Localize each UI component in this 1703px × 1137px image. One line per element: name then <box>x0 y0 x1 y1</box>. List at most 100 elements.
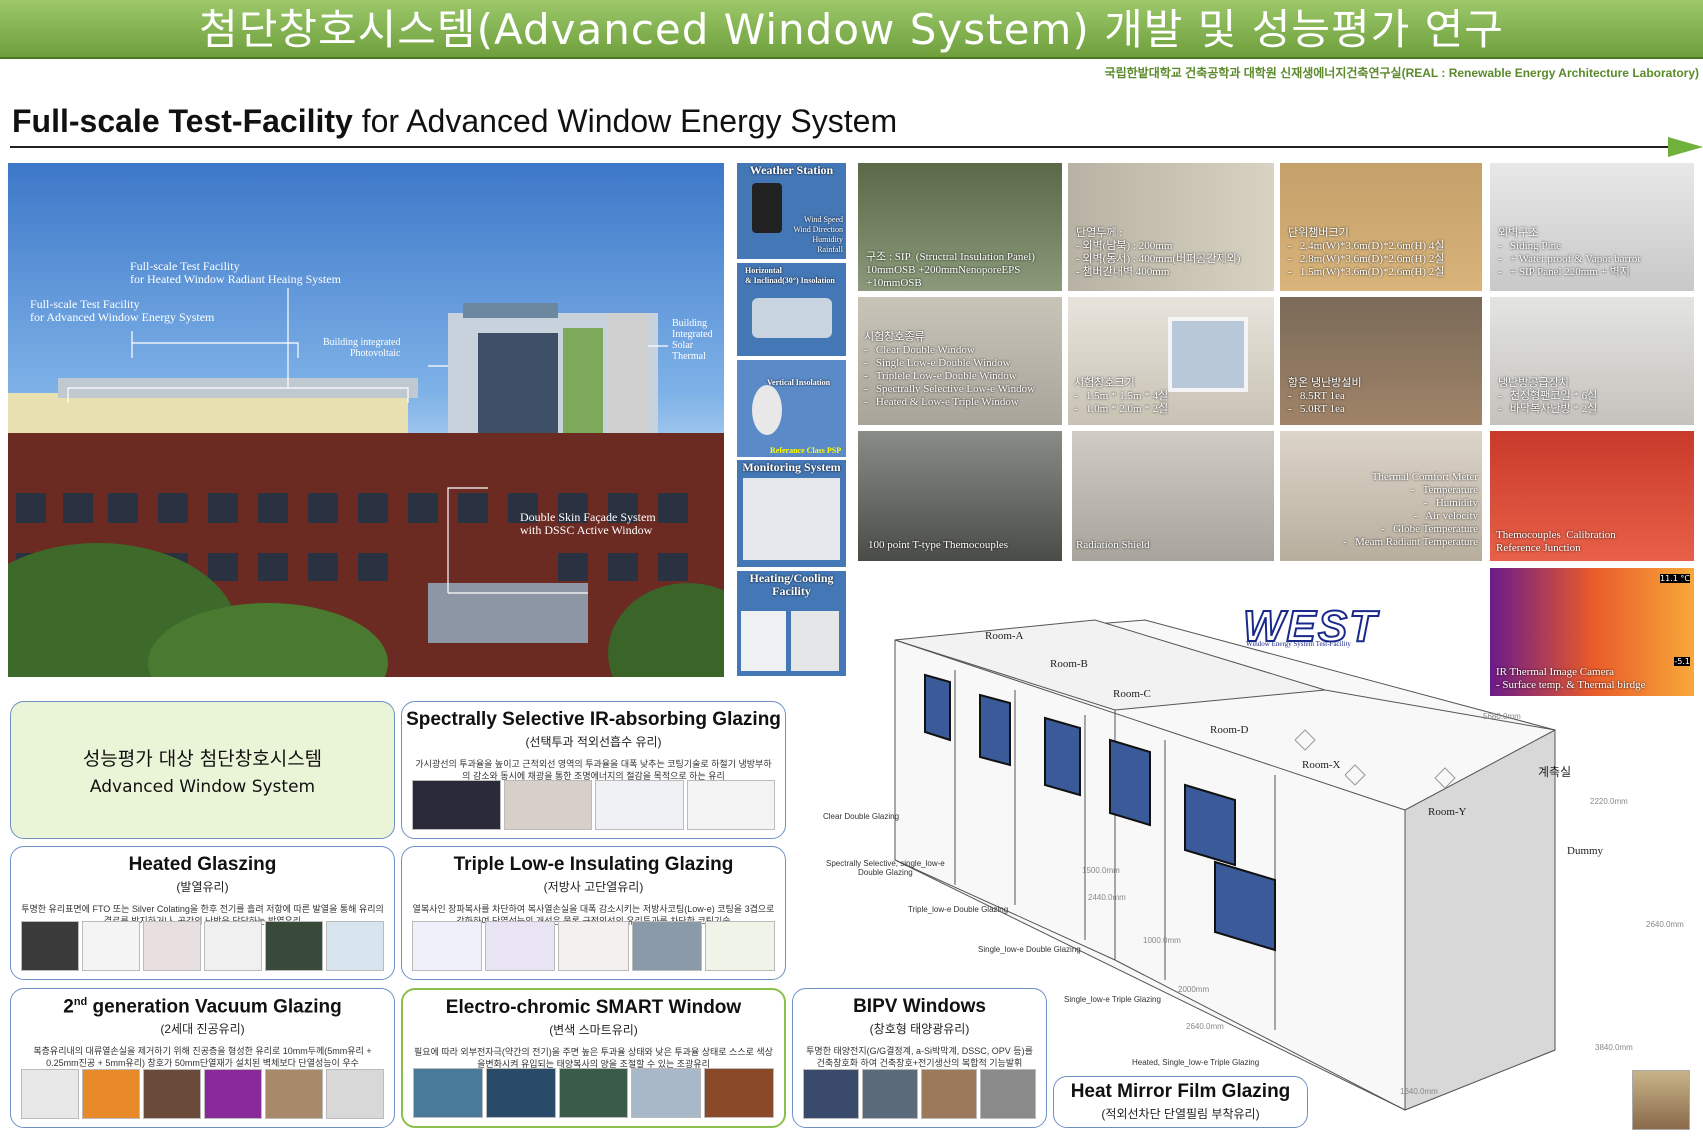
main-card-subtitle: Advanced Window System <box>89 777 316 797</box>
hm-card-korean: (적외선차단 단열필림 부착유리) <box>1101 1107 1260 1121</box>
grid-photo-6: 시험창호크기 - 1.5m * 1.5m * 4실 - 1.0m * 2.0m … <box>1068 297 1274 425</box>
vacuum-glazing-card: 2nd generation Vacuum Glazing (2세대 진공유리)… <box>10 988 395 1128</box>
label-radiant-facility: Full-scale Test Facility for Heated Wind… <box>130 259 341 286</box>
chiller-icon <box>741 611 786 671</box>
heated-card-images <box>21 921 384 971</box>
label-dsf: Double Skin Façade System with DSSC Acti… <box>520 510 656 537</box>
triple-lowe-card: Triple Low-e Insulating Glazing (저방사 고단열… <box>401 846 786 980</box>
caption-heating: Heating/Cooling Facility <box>749 571 834 598</box>
weather-station-photo: Weather Station Wind Speed Wind Directio… <box>737 163 846 259</box>
bipv-card-title: BIPV Windows <box>853 996 986 1017</box>
caption-ir-camera: IR Thermal Image Camera - Surface temp. … <box>1496 666 1646 691</box>
dim-8: 1640.0mm <box>1400 1087 1438 1096</box>
chiller2-icon <box>791 611 839 671</box>
glazing-label-2: Spectrally Selective, single_low-e Doubl… <box>826 859 945 877</box>
room-y-label: Room-Y <box>1428 806 1467 818</box>
ir-card-desc: 가시광선의 투과율을 높이고 근적외선 영역의 투과율을 대폭 낮추는 코팅기술… <box>415 759 772 781</box>
room-x-label: Room-X <box>1302 759 1341 771</box>
building-photo: Full-scale Test Facility for Advanced Wi… <box>8 163 724 677</box>
grid-photo-5: 시험창호종류 - Clear Double Window - Single Lo… <box>858 297 1062 425</box>
heated-card-desc: 투명한 유리표면에 FTO 또는 Silver Colating을 한후 전기를… <box>21 904 384 926</box>
label-test-facility: Full-scale Test Facility for Advanced Wi… <box>30 297 215 324</box>
monitor-screen-icon <box>743 478 840 560</box>
caption-structure: 구조 : SIP (Structral Insulation Panel) 10… <box>866 251 1035 289</box>
label-bipv: Building integrated Photovoltaic <box>323 337 401 359</box>
bipv-card-desc: 투명한 태양전지(G/G결정계, a-Si박막계, DSSC, OPV 등)를 … <box>806 1046 1033 1068</box>
dim-2: 2220.0mm <box>1590 797 1628 806</box>
heat-mirror-card: Heat Mirror Film Glazing (적외선차단 단열필림 부착유… <box>1053 1076 1308 1128</box>
pyranometer-icon <box>752 298 832 338</box>
glazing-label-5: Single_low-e Triple Glazing <box>1064 995 1161 1004</box>
ec-card-korean: (변색 스마트유리) <box>549 1023 638 1037</box>
ir-card-title: Spectrally Selective IR-absorbing Glazin… <box>406 709 781 730</box>
dummy-label: Dummy <box>1567 845 1604 857</box>
west-logo: WEST <box>1242 602 1379 651</box>
ir-card-images <box>412 780 775 830</box>
heating-photo: Heating/Cooling Facility <box>737 571 846 676</box>
dim-6: 2000mm <box>1178 985 1210 994</box>
vacuum-card-desc: 복층유리내의 대류열손실을 제거하기 위해 진공층을 형성한 유리로 10mm두… <box>33 1046 372 1069</box>
grid-photo-1: 구조 : SIP (Structral Insulation Panel) 10… <box>858 163 1062 291</box>
corner-photo <box>1632 1070 1690 1130</box>
room-c-label: Room-C <box>1113 688 1151 700</box>
hm-card-title: Heat Mirror Film Glazing <box>1070 1081 1291 1102</box>
vacuum-title-a: 2 <box>63 996 74 1018</box>
page-title: 첨단창호시스템(Advanced Window System) 개발 및 성능평… <box>0 0 1703 59</box>
horizontal-insolation-photo: Horizontal & Inclinad(30°) Insolation <box>737 263 846 356</box>
ir-temp-low: -5.1 <box>1674 657 1690 666</box>
caption-insulation: 단열두께 : - 외벽(남북) : 200mm - 외벽(동서) : 400mm… <box>1076 227 1241 278</box>
caption-radiation-shield: Radiation Shield <box>1076 539 1150 551</box>
dim-9: 3840.0mm <box>1595 1043 1633 1052</box>
triple-card-korean: (저방사 고단열유리) <box>543 880 644 894</box>
dim-3: 1500.0mm <box>1082 866 1120 875</box>
ir-temp-high: 11.1 °C <box>1660 574 1690 583</box>
header-rule <box>10 146 1680 148</box>
room-b-label: Room-B <box>1050 658 1088 670</box>
grid-photo-7: 항온 냉난방설비 - 8.5RT 1ea - 5.0RT 1ea <box>1280 297 1482 425</box>
subtitle-rest: for Advanced Window Energy System <box>352 103 898 139</box>
window-icon <box>1168 317 1248 392</box>
caption-supply: 냉난방공급장치 - 천정형팬코일 * 6실 - 바닥복사난방 * 2실 <box>1498 377 1598 415</box>
vacuum-title-sup: nd <box>73 996 88 1008</box>
psp-icon <box>752 385 782 435</box>
glazing-label-4: Single_low-e Double Glazing <box>978 945 1081 954</box>
grid-photo-11: Thermal Comfort Meter - Temperature - Hu… <box>1280 431 1482 561</box>
glazing-label-3: Triple_low-e Double Glazing <box>908 905 1009 914</box>
caption-hvac: 항온 냉난방설비 - 8.5RT 1ea - 5.0RT 1ea <box>1288 377 1362 415</box>
west-logo-sub: Window Energy System Test-Facility <box>1246 640 1351 648</box>
heated-card-title: Heated Glaszing <box>128 854 277 875</box>
heated-glazing-card: Heated Glaszing (발열유리) 투명한 유리표면에 FTO 또는 … <box>10 846 395 980</box>
caption-vertical: Vertical Insolation <box>767 378 831 387</box>
vacuum-card-korean: (2세대 진공유리) <box>160 1022 245 1037</box>
dim-4: 2440.0mm <box>1088 893 1126 902</box>
caption-horizontal: Horizontal & Inclinad(30°) Insolation <box>745 266 835 285</box>
glazing-label-1: Clear Double Glazing <box>823 812 900 821</box>
vertical-insolation-photo: Vertical Insolation Referance Class PSP <box>737 360 846 457</box>
grid-photo-12: Themocouples Calibration Reference Junct… <box>1490 431 1694 561</box>
measurement-room-label: 계측실 <box>1538 765 1572 779</box>
section-subtitle: Full-scale Test-Facility for Advanced Wi… <box>12 103 897 140</box>
triple-card-images <box>412 921 776 971</box>
ec-card-title: Electro-chromic SMART Window <box>445 997 742 1018</box>
caption-weather: Weather Station <box>749 163 834 177</box>
caption-window-types: 시험창호종류 - Clear Double Window - Single Lo… <box>864 331 1036 408</box>
bipv-card-korean: (창호형 태양광유리) <box>869 1022 970 1036</box>
grid-photo-9: 100 point T-type Themocouples <box>858 431 1062 561</box>
vacuum-card-title: 2nd generation Vacuum Glazing <box>11 996 394 1018</box>
dim-10: 2640.0mm <box>1646 920 1684 929</box>
ec-card-desc: 필요에 따라 외부전자극(약간의 전기)을 주면 높은 투과율 상태와 낮은 투… <box>414 1047 773 1069</box>
monitoring-photo: Monitoring System <box>737 460 846 567</box>
caption-chamber: 단위챔버크기 - 2.4m(W)*3.6m(D)*2.6m(H) 4실 - 2.… <box>1288 227 1445 278</box>
room-d-label: Room-D <box>1210 724 1249 736</box>
dim-5: 1000.0mm <box>1143 936 1181 945</box>
caption-thermocouples: 100 point T-type Themocouples <box>868 539 1009 551</box>
main-card-title: 성능평가 대상 첨단창호시스템 <box>82 748 323 770</box>
lab-name: 국립한밭대학교 건축공학과 대학원 신재생에너지건축연구실(REAL : Ren… <box>1104 66 1699 80</box>
bipv-card: BIPV Windows (창호형 태양광유리) 투명한 태양전지(G/G결정계… <box>792 988 1047 1128</box>
dim-7: 2640.0mm <box>1186 1022 1224 1031</box>
ec-card-images <box>413 1068 774 1118</box>
subtitle-bold: Full-scale Test-Facility <box>12 103 353 139</box>
dim-1: 5680.0mm <box>1483 712 1521 721</box>
heated-card-korean: (발열유리) <box>176 880 229 894</box>
caption-thermal-comfort: Thermal Comfort Meter - Temperature - Hu… <box>1343 471 1478 548</box>
